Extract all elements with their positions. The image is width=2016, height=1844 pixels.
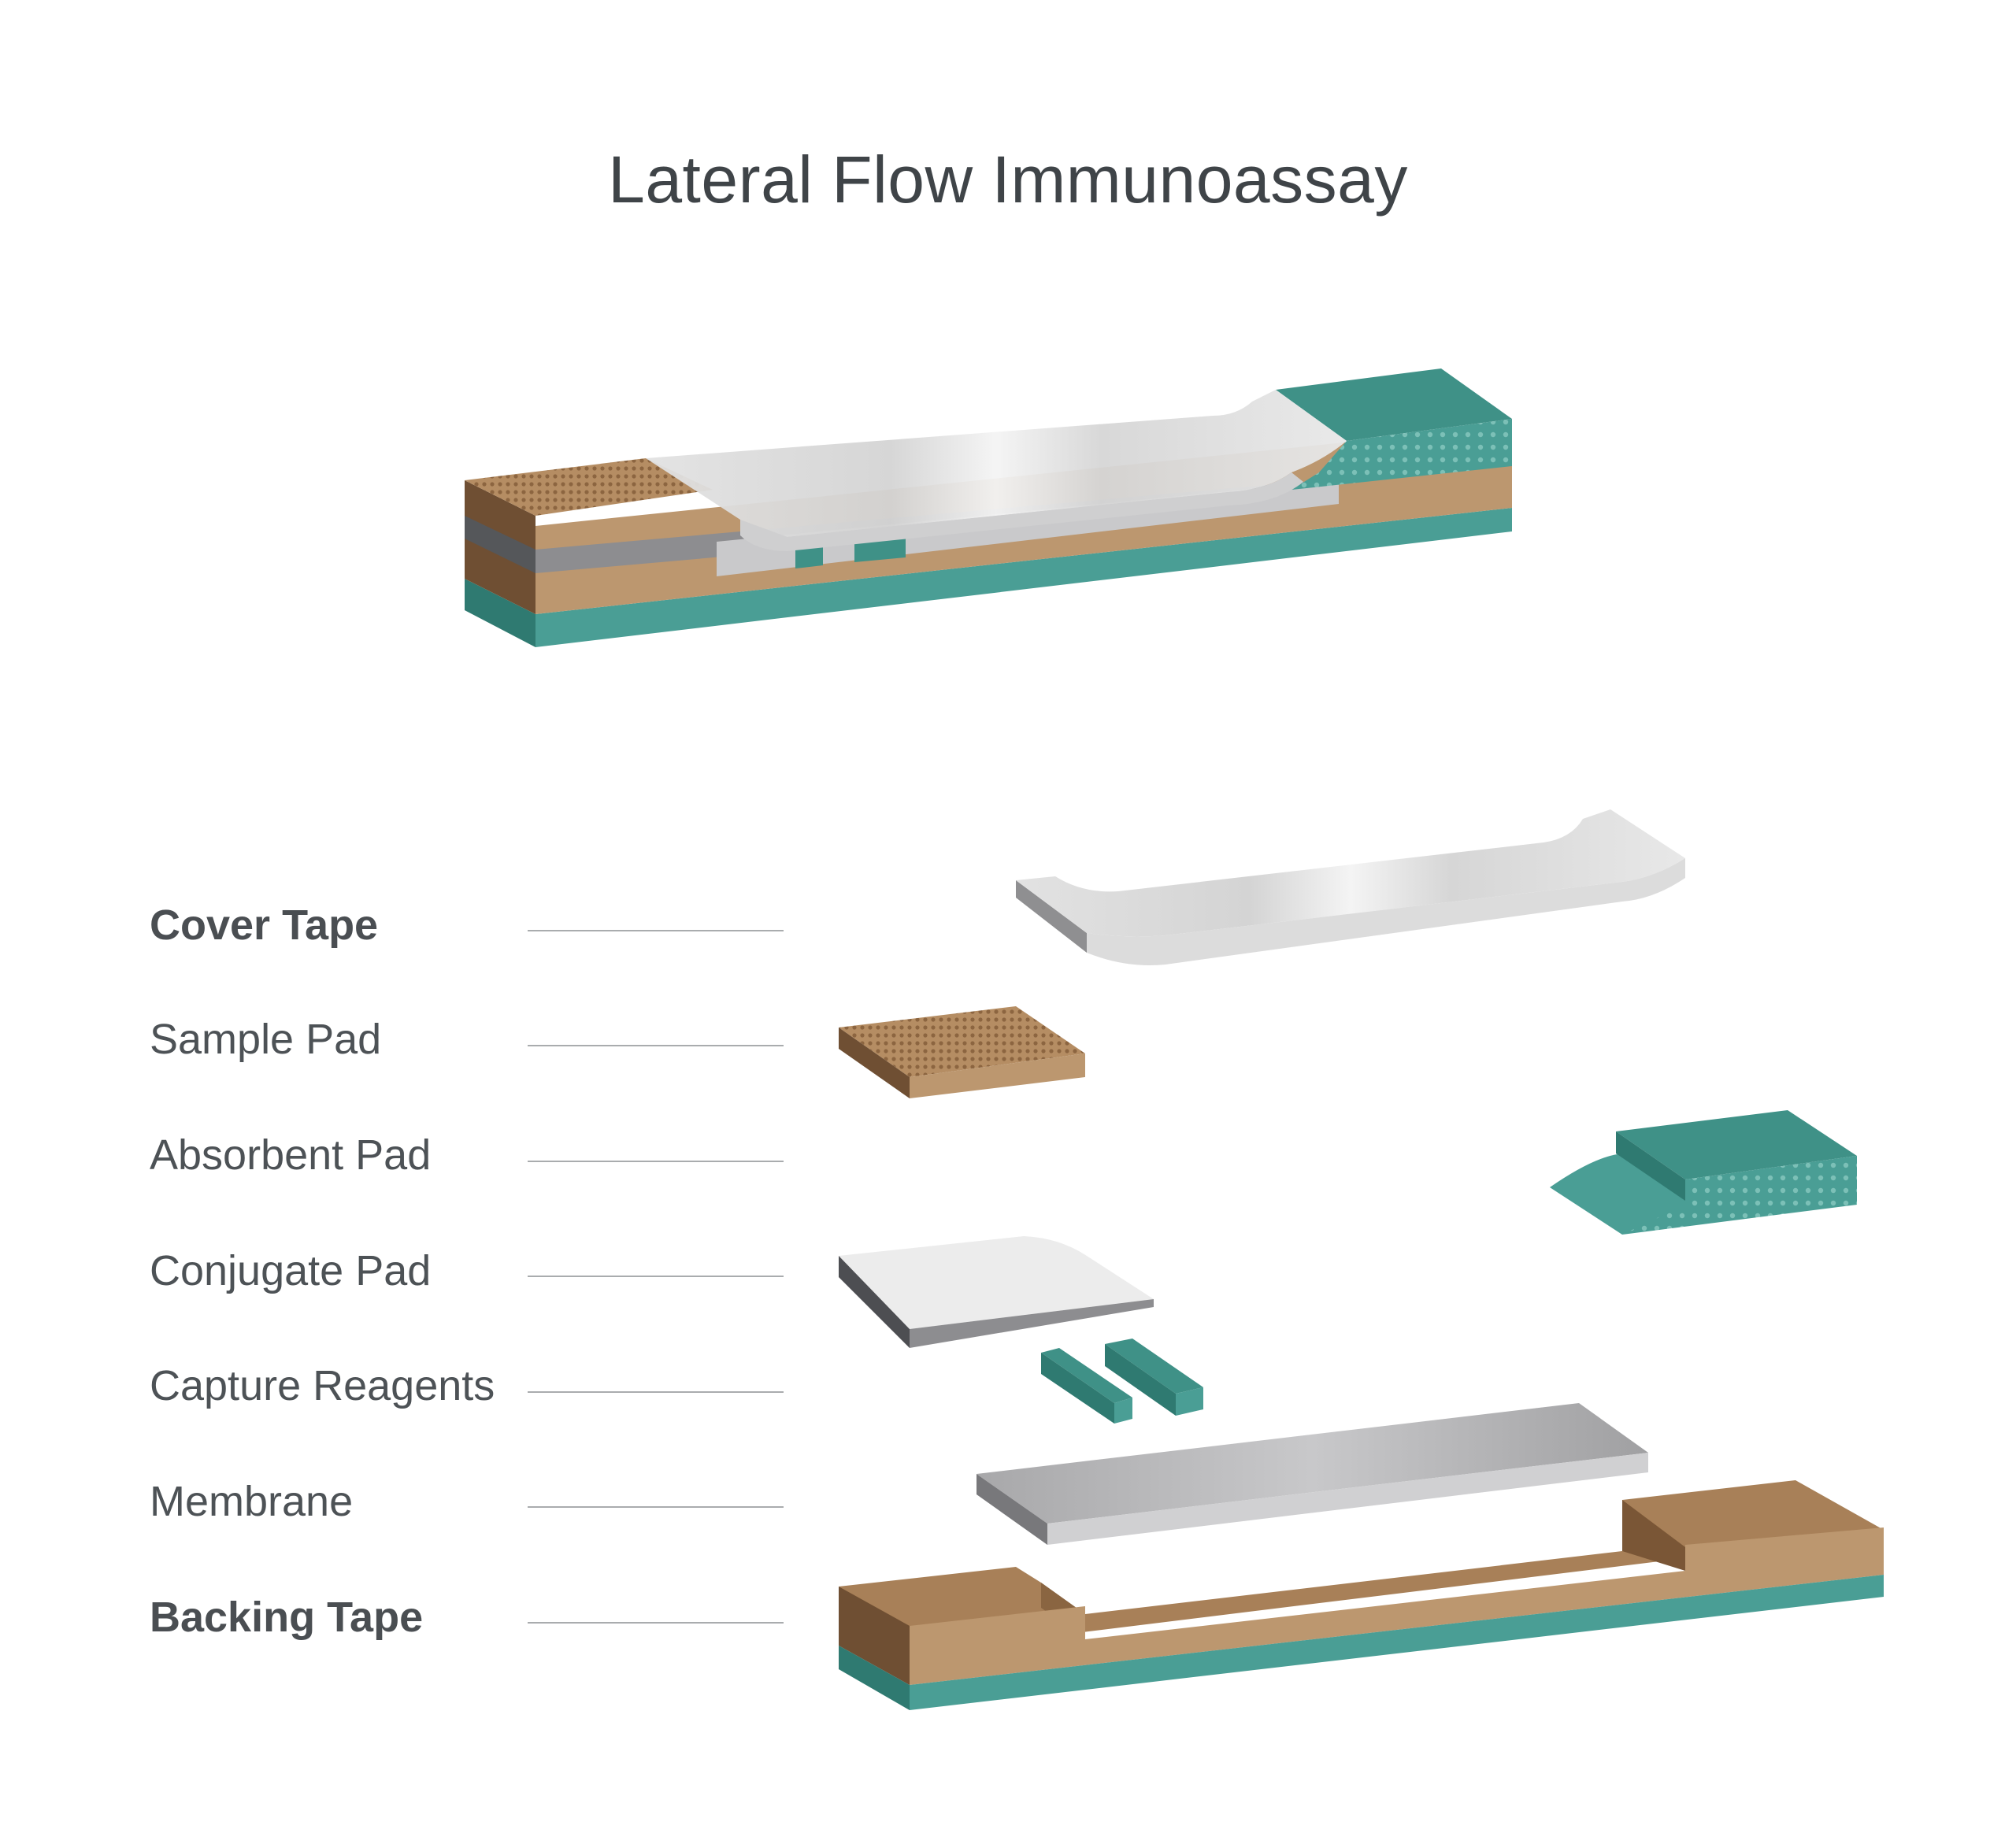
cover-tape-front — [1087, 858, 1685, 965]
label-cover-tape: Cover Tape — [150, 902, 379, 949]
assembled-cover-tape-edge — [740, 472, 1303, 551]
backing-tape-front — [910, 1527, 1884, 1685]
conjugate-pad-side — [839, 1256, 910, 1348]
leader-line-backing-tape — [528, 1622, 784, 1624]
capture-reagent-2-top — [1105, 1339, 1203, 1394]
backing-tape-teal-side — [839, 1646, 910, 1710]
absorbent-pad-part — [1550, 1110, 1857, 1235]
backing-tape-side — [839, 1587, 910, 1685]
capture-reagent-2-side — [1105, 1344, 1176, 1416]
backing-tape-part — [839, 1480, 1884, 1710]
leader-line-membrane — [528, 1506, 784, 1508]
assembled-left-grey-band — [465, 516, 536, 573]
leader-line-cover-tape — [528, 930, 784, 931]
assembled-sample-pad-top — [465, 458, 713, 516]
assembled-cover-tape — [646, 390, 1347, 539]
leader-line-sample-pad — [528, 1045, 784, 1046]
label-membrane: Membrane — [150, 1478, 354, 1525]
absorbent-pad-step — [1616, 1131, 1685, 1201]
backing-tape-teal-front — [910, 1575, 1884, 1710]
label-capture-reagents: Capture Reagents — [150, 1362, 495, 1409]
label-conjugate-pad: Conjugate Pad — [150, 1247, 432, 1294]
label-backing-tape: Backing Tape — [150, 1594, 424, 1641]
membrane-part — [976, 1403, 1648, 1545]
capture-reagent-1-side — [1041, 1353, 1114, 1424]
cover-tape-part — [1016, 809, 1685, 965]
capture-reagent-2-front — [1176, 1387, 1203, 1416]
leader-line-conjugate-pad — [528, 1276, 784, 1277]
page-title: Lateral Flow Immunoassay — [608, 143, 1408, 217]
assembled-strip — [465, 368, 1512, 647]
leader-line-capture-reagents — [528, 1391, 784, 1393]
cover-tape-left-edge — [1016, 880, 1087, 953]
membrane-side — [976, 1474, 1047, 1545]
backing-tape-right-step — [1622, 1500, 1685, 1571]
conjugate-pad-part — [839, 1236, 1154, 1348]
membrane-front — [1047, 1453, 1648, 1545]
assembled-backing-teal-front — [536, 508, 1512, 647]
assembled-absorbent-front — [1292, 419, 1512, 490]
assembled-backing-teal-side — [465, 579, 536, 647]
label-absorbent-pad: Absorbent Pad — [150, 1131, 432, 1179]
assembled-absorbent-top — [1276, 368, 1512, 441]
membrane-top — [976, 1403, 1648, 1524]
absorbent-pad-top — [1616, 1110, 1857, 1179]
capture-reagents-part — [1041, 1339, 1203, 1424]
sample-pad-front — [910, 1053, 1085, 1098]
sample-pad-top — [839, 1006, 1085, 1077]
absorbent-pad-front — [1622, 1156, 1857, 1235]
sample-pad-part — [839, 1006, 1085, 1098]
leader-line-absorbent-pad — [528, 1161, 784, 1162]
sample-pad-side — [839, 1028, 910, 1098]
cover-tape-top — [1016, 809, 1685, 937]
capture-reagent-1-top — [1041, 1348, 1132, 1403]
conjugate-pad-top — [839, 1236, 1154, 1329]
label-sample-pad: Sample Pad — [150, 1016, 382, 1063]
conjugate-pad-front — [910, 1299, 1154, 1348]
capture-reagent-1-front — [1114, 1398, 1132, 1424]
